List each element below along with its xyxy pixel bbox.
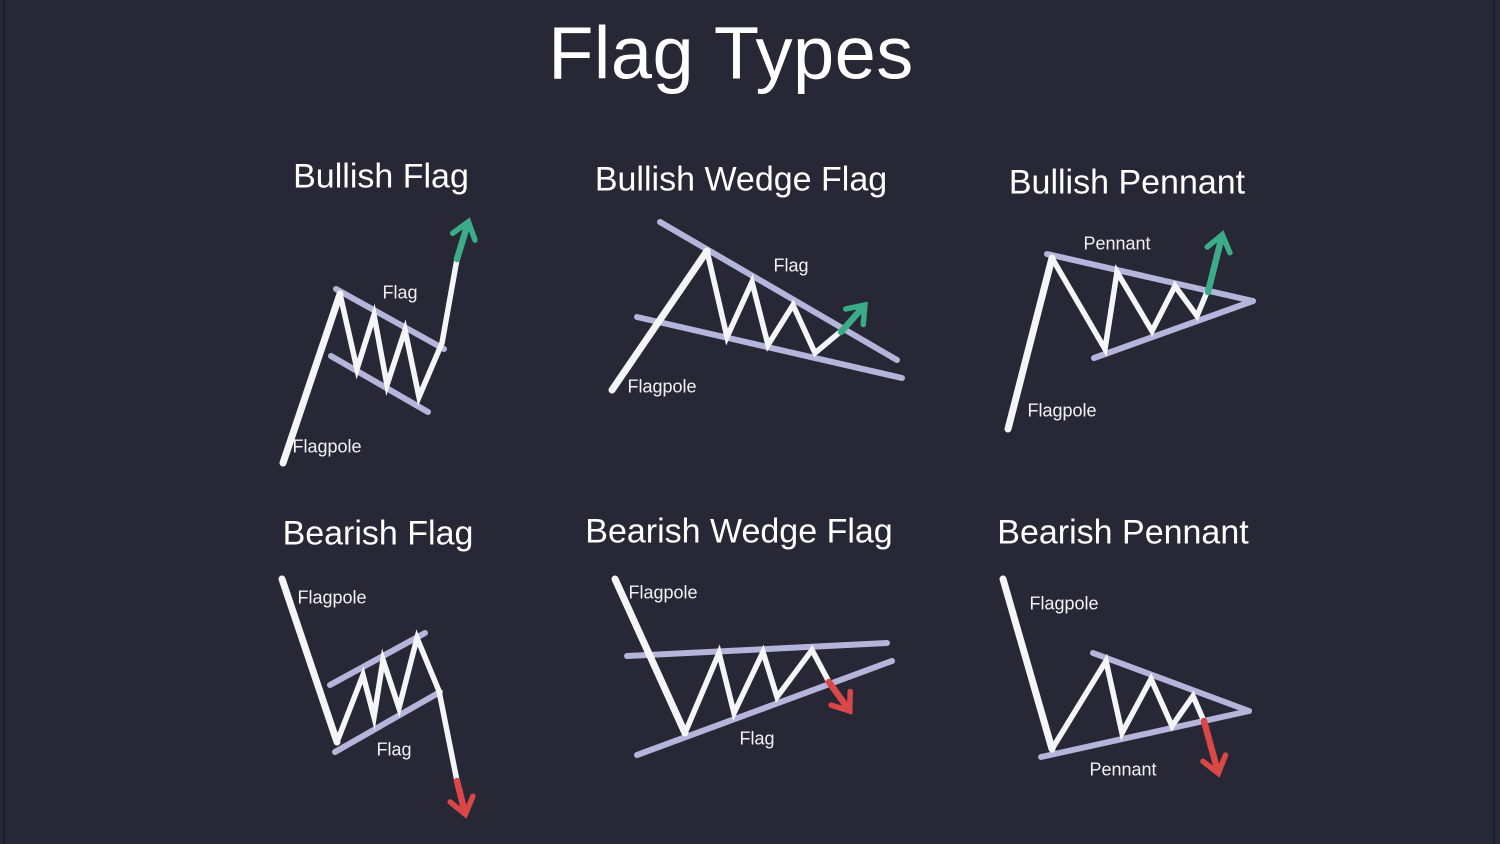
bullish-pennant-diagram bbox=[1004, 230, 1256, 433]
bearish-wedge-flag-diagram bbox=[611, 575, 895, 758]
page-title: Flag Types bbox=[548, 11, 914, 95]
pattern-title-bullish-flag: Bullish Flag bbox=[293, 157, 469, 196]
label-bearish-pennant-pennant: Pennant bbox=[1089, 759, 1157, 780]
flagpole-line bbox=[608, 247, 711, 394]
wedge-upper-line bbox=[657, 219, 900, 363]
price-zigzag-line bbox=[1049, 255, 1210, 358]
label-bullish-flag-flagpole: Flagpole bbox=[292, 436, 362, 457]
bearish-flag-diagram bbox=[278, 575, 476, 819]
bearish-pennant-diagram bbox=[999, 575, 1252, 778]
price-zigzag-line bbox=[337, 256, 460, 407]
price-zigzag-line bbox=[334, 629, 460, 784]
label-bearish-wedge-flag: Flag bbox=[739, 728, 775, 749]
label-bearish-pennant-flagpole: Flagpole bbox=[1029, 593, 1099, 614]
price-zigzag-line bbox=[704, 248, 843, 358]
breakdown-arrow bbox=[447, 777, 476, 819]
right-edge-divider bbox=[1493, 0, 1495, 844]
label-bullish-wedge-flag: Flag bbox=[773, 255, 809, 276]
flag-lower-channel-line bbox=[332, 689, 443, 755]
pattern-title-bearish-wedge-flag: Bearish Wedge Flag bbox=[585, 512, 893, 551]
pennant-lower-line bbox=[1091, 298, 1256, 361]
label-bullish-wedge-flagpole: Flagpole bbox=[627, 376, 697, 397]
wedge-lower-line bbox=[634, 658, 895, 758]
price-zigzag-line bbox=[1049, 653, 1206, 752]
label-bearish-flag-flagpole: Flagpole bbox=[297, 587, 367, 608]
flagpole-line bbox=[1004, 254, 1056, 433]
flagpole-line bbox=[611, 575, 689, 737]
bullish-wedge-flag-diagram bbox=[608, 219, 905, 394]
pennant-upper-line bbox=[1044, 251, 1256, 304]
pennant-lower-line bbox=[1038, 708, 1252, 760]
label-bullish-pennant-pennant: Pennant bbox=[1083, 233, 1151, 254]
flag-lower-channel-line bbox=[328, 353, 431, 415]
pennant-upper-line bbox=[1090, 650, 1252, 714]
breakdown-arrow bbox=[825, 678, 853, 715]
label-bearish-wedge-flagpole: Flagpole bbox=[628, 582, 698, 603]
flag-upper-channel-line bbox=[327, 630, 428, 688]
pattern-title-bullish-wedge-flag: Bullish Wedge Flag bbox=[594, 160, 888, 199]
flagpole-line bbox=[278, 575, 341, 746]
bullish-flag-diagram bbox=[279, 217, 478, 467]
breakout-up-arrow bbox=[1204, 230, 1233, 296]
price-zigzag-line bbox=[682, 644, 832, 736]
label-bearish-flag-flag: Flag bbox=[376, 739, 412, 760]
label-bullish-flag-flag: Flag bbox=[382, 282, 418, 303]
wedge-upper-line bbox=[624, 640, 890, 659]
pattern-title-bearish-flag: Bearish Flag bbox=[282, 514, 474, 553]
breakout-up-arrow bbox=[837, 301, 868, 336]
flagpole-line bbox=[279, 290, 344, 467]
flag-upper-channel-line bbox=[333, 286, 447, 352]
breakdown-arrow bbox=[1200, 717, 1229, 778]
flagpole-line bbox=[999, 575, 1056, 753]
left-edge-divider bbox=[3, 0, 5, 844]
label-bullish-pennant-flagpole: Flagpole bbox=[1027, 400, 1097, 421]
breakout-up-arrow bbox=[449, 217, 478, 263]
pattern-title-bearish-pennant: Bearish Pennant bbox=[997, 513, 1249, 552]
pattern-title-bullish-pennant: Bullish Pennant bbox=[1008, 163, 1246, 202]
